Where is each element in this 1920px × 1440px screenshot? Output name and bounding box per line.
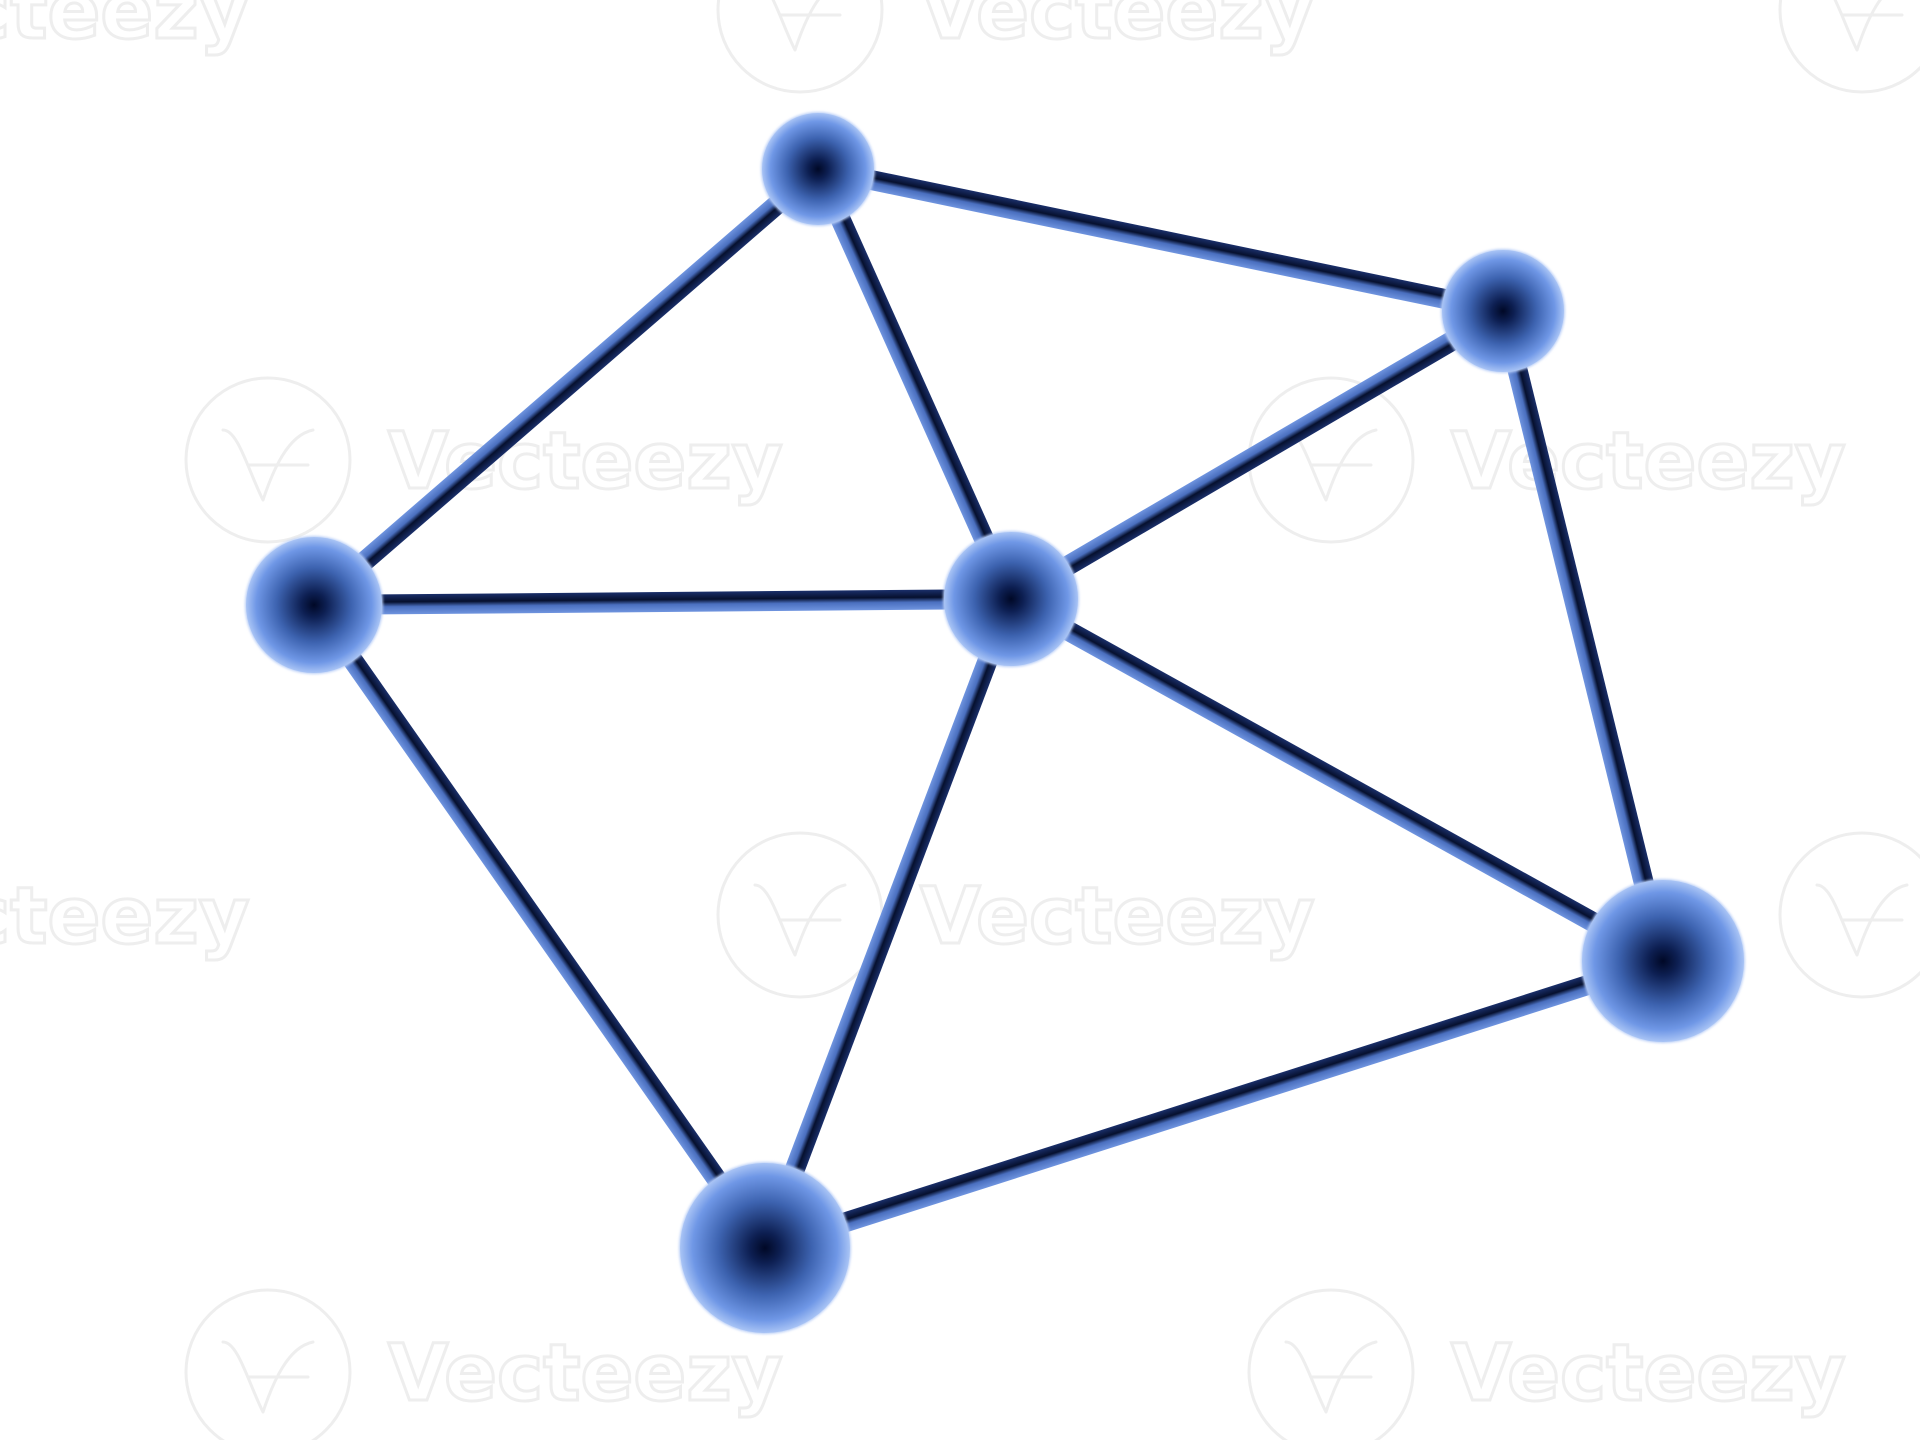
watermark-glyph-icon bbox=[1833, 0, 1904, 52]
watermark-logo-icon bbox=[184, 376, 352, 544]
watermark-text: Vecteezy bbox=[1451, 1329, 1846, 1419]
edge-center-bottom bbox=[755, 595, 1021, 1252]
node-center bbox=[944, 532, 1078, 666]
watermark-logo-icon bbox=[1778, 831, 1920, 999]
watermark-logo-icon bbox=[1778, 0, 1920, 94]
edge-top-center bbox=[808, 164, 1021, 604]
watermark-text: Vecteezy bbox=[920, 0, 1315, 57]
watermark-3: Vecteezy bbox=[1778, 831, 1920, 999]
node-right bbox=[1582, 880, 1744, 1042]
edge-top-right-center bbox=[1005, 302, 1509, 608]
edge-left-bottom bbox=[305, 599, 774, 1254]
watermark-7: Vecteezy bbox=[716, 0, 1316, 94]
watermark-glyph-icon bbox=[221, 428, 315, 502]
edges-layer bbox=[305, 159, 1673, 1258]
watermark-glyph-icon bbox=[1815, 883, 1909, 957]
watermark-text: Vecteezy bbox=[0, 872, 250, 962]
watermark-9: Vecteezy bbox=[0, 0, 251, 59]
watermark-logo-icon bbox=[184, 1288, 352, 1440]
edge-center-right bbox=[1006, 590, 1668, 970]
edge-top-right-right bbox=[1493, 308, 1673, 964]
edge-bottom-right bbox=[761, 951, 1667, 1258]
watermark-logo-icon bbox=[1247, 1288, 1415, 1440]
edge-top-top-right bbox=[815, 159, 1506, 321]
edge-left-center bbox=[313, 589, 1012, 615]
watermark-logo-icon bbox=[716, 831, 884, 999]
watermark-text: Vecteezy bbox=[1451, 417, 1846, 507]
node-top bbox=[762, 113, 874, 225]
watermark-glyph-icon bbox=[771, 0, 842, 52]
watermark-5: Vecteezy bbox=[184, 1288, 784, 1440]
watermark-4: Vecteezy bbox=[0, 871, 251, 964]
watermark-glyph-icon bbox=[753, 883, 847, 957]
watermark-8: Vecteezy bbox=[1778, 0, 1920, 94]
watermark-text: Vecteezy bbox=[920, 872, 1315, 962]
watermark-2: Vecteezy bbox=[716, 831, 1316, 999]
watermark-glyph-icon bbox=[1284, 1340, 1378, 1414]
node-bottom bbox=[680, 1163, 850, 1333]
watermark-logo-icon bbox=[716, 0, 884, 94]
nodes-layer bbox=[245, 112, 1745, 1334]
watermark-glyph-icon bbox=[221, 1340, 315, 1414]
watermark-text: Vecteezy bbox=[388, 1329, 783, 1419]
node-left bbox=[246, 537, 382, 673]
watermark-text: Vecteezy bbox=[0, 0, 250, 57]
node-top-right bbox=[1442, 250, 1564, 372]
edge-top-left bbox=[307, 161, 825, 613]
watermark-1: Vecteezy bbox=[1247, 376, 1847, 544]
watermark-6: Vecteezy bbox=[1247, 1288, 1847, 1440]
